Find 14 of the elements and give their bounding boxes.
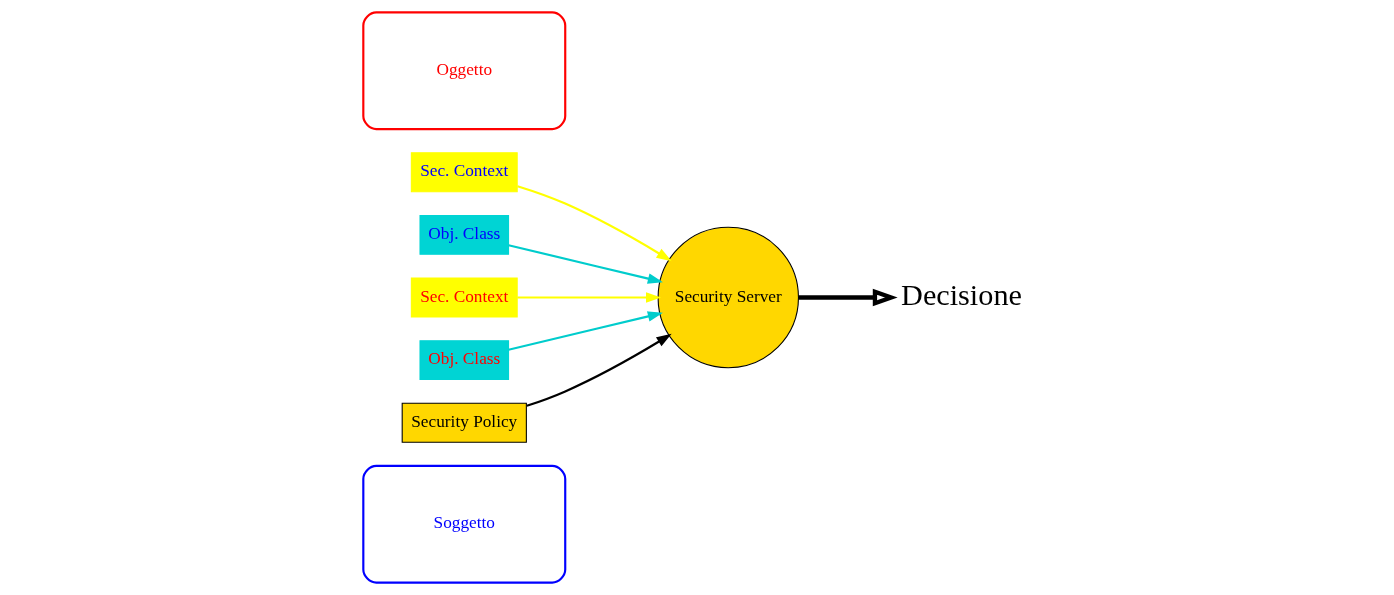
node-box: Oggetto: [361, 11, 566, 131]
arrow: [526, 333, 672, 407]
node-text: Decisione: [900, 277, 1022, 312]
arrow: [798, 288, 898, 307]
node-box: Obj. Class: [418, 214, 509, 255]
arrow: [507, 311, 663, 351]
node-box: Soggetto: [361, 464, 566, 584]
node-box: Sec. Context: [410, 152, 518, 193]
node-box: Obj. Class: [418, 340, 509, 381]
node-box: Sec. Context: [410, 277, 518, 318]
arrow: [516, 185, 672, 262]
arrow: [516, 292, 661, 303]
node-box: Security Policy: [401, 402, 527, 443]
arrow: [507, 244, 663, 284]
